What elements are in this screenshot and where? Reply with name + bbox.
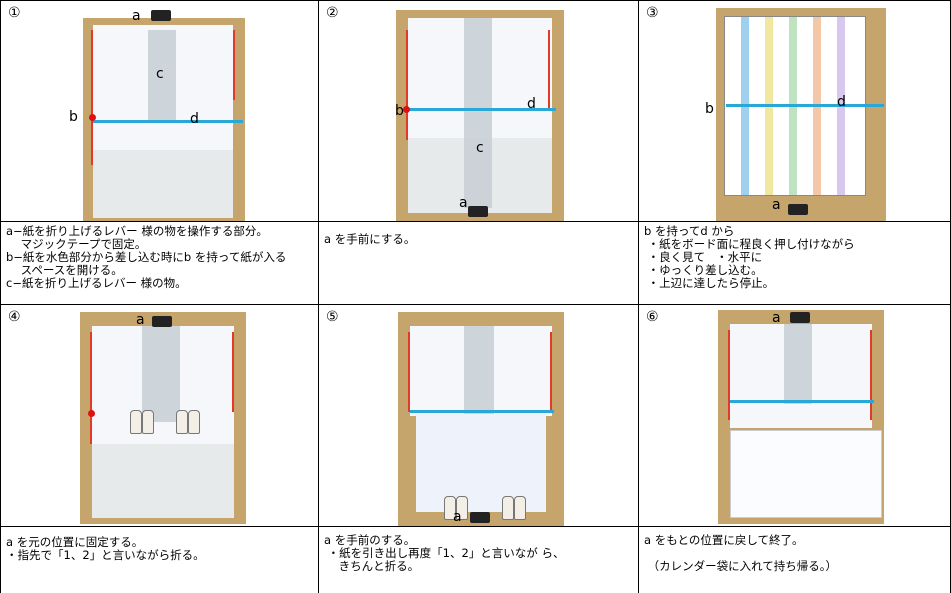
- step-6-text: a をもとの位置に戻して終了。 （カレンダー袋に入れて持ち帰る。）: [644, 533, 838, 573]
- step-3-text: b を持ってd から ・紙をボード面に程良く押し付けながら ・良く見て ・水平に…: [644, 224, 855, 290]
- step-4-text-cell: a を元の位置に固定する。 ・指先で「1、2」と言いながら折る。: [0, 526, 318, 593]
- step-1-text-cell: a−紙を折り上げるレバー 様の物を操作する部分。 マジックテープで固定。 b−紙…: [0, 221, 318, 304]
- step-2-text-cell: a を手前にする。: [318, 221, 638, 304]
- step-3-text-cell: b を持ってd から ・紙をボード面に程良く押し付けながら ・良く見て ・水平に…: [638, 221, 951, 304]
- step-1-label-c: c: [156, 66, 164, 82]
- grid-divider: [0, 0, 951, 1]
- step-6-photo: [718, 310, 884, 524]
- step-5-text: a を手前のする。 ・紙を引き出し再度「1、2」と言いなが ら、 きちんと折る。: [324, 533, 565, 573]
- step-4-photo-cell: ④ a: [0, 304, 318, 526]
- step-6-photo-cell: ⑥ a: [638, 304, 951, 526]
- grid-divider: [638, 0, 639, 593]
- step-5-label-a: a: [453, 509, 462, 525]
- step-5-text-cell: a を手前のする。 ・紙を引き出し再度「1、2」と言いなが ら、 きちんと折る。: [318, 526, 638, 593]
- step-1-label-a: a: [132, 8, 141, 24]
- grid-divider: [0, 0, 1, 593]
- step-6-label-a: a: [772, 310, 781, 326]
- step-4-label-a: a: [136, 312, 145, 328]
- step-2-photo: [396, 10, 564, 221]
- step-2-label-b: b: [395, 103, 404, 119]
- step-3-label-d: d: [837, 94, 846, 110]
- step-3-label-a: a: [772, 197, 781, 213]
- step-6-number: ⑥: [646, 309, 659, 325]
- step-4-number: ④: [8, 309, 21, 325]
- step-1-photo: [83, 10, 245, 221]
- step-3-photo: [716, 8, 886, 221]
- step-1-number: ①: [8, 5, 21, 21]
- step-3-label-b: b: [705, 101, 714, 117]
- step-2-label-c: c: [476, 140, 484, 156]
- step-3-number: ③: [646, 5, 659, 21]
- step-5-photo: [398, 312, 564, 526]
- grid-divider: [318, 0, 319, 593]
- step-2-label-a: a: [459, 195, 468, 211]
- step-1-label-d: d: [190, 111, 199, 127]
- step-6-text-cell: a をもとの位置に戻して終了。 （カレンダー袋に入れて持ち帰る。）: [638, 526, 951, 593]
- step-3-photo-cell: ③ a b d: [638, 0, 951, 221]
- step-1-label-b: b: [69, 109, 78, 125]
- grid-divider: [0, 526, 951, 527]
- grid-divider: [0, 304, 951, 305]
- step-2-label-d: d: [527, 96, 536, 112]
- step-4-text: a を元の位置に固定する。 ・指先で「1、2」と言いながら折る。: [6, 535, 205, 562]
- step-2-number: ②: [326, 5, 339, 21]
- step-2-photo-cell: ② a b c d: [318, 0, 638, 221]
- step-5-photo-cell: ⑤ a: [318, 304, 638, 526]
- step-1-text: a−紙を折り上げるレバー 様の物を操作する部分。 マジックテープで固定。 b−紙…: [6, 224, 287, 290]
- step-2-text: a を手前にする。: [324, 232, 416, 246]
- grid-divider: [0, 221, 951, 222]
- step-5-number: ⑤: [326, 309, 339, 325]
- step-1-photo-cell: ① a b c d: [0, 0, 318, 221]
- step-4-photo: [80, 312, 246, 524]
